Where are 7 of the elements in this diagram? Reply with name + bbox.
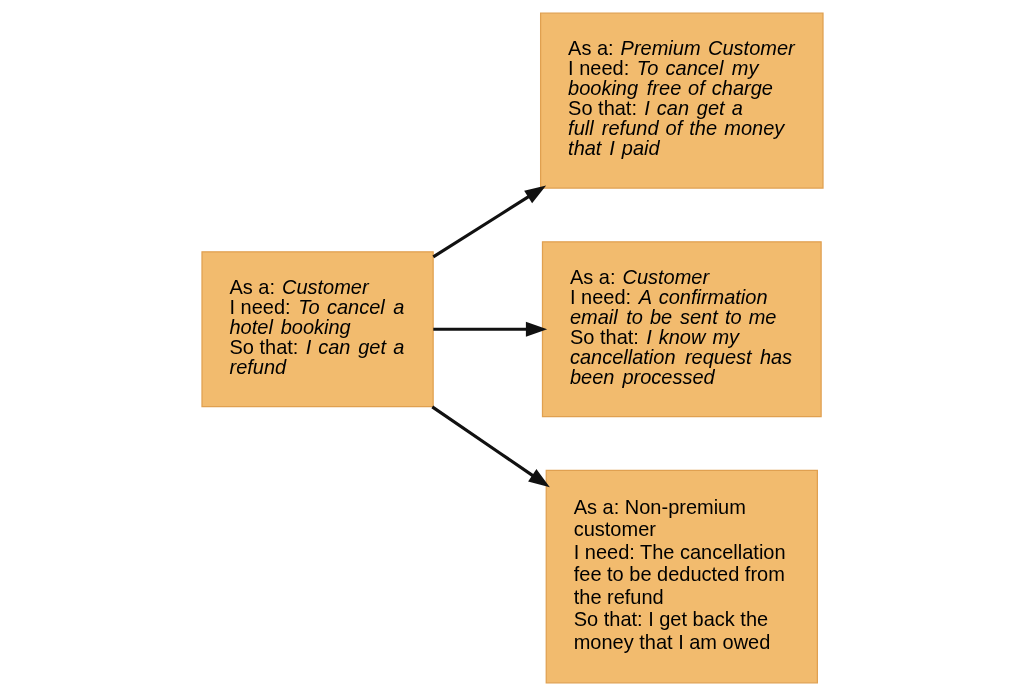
arrow bbox=[432, 321, 547, 337]
node-box: As a: Premium Customer I need: To cancel my booking free of charge So that: I can get a full refund of the money that I paid bbox=[539, 12, 824, 189]
node-box: As a: Customer I need: A confirmation email to be sent to me So that: I know my cancellation request has been processed bbox=[541, 241, 822, 418]
node-box: As a: Non-premium customer I need: The cancellation fee to be deducted from the refund So that: I get back the money that I am owed bbox=[545, 469, 818, 684]
arrow bbox=[430, 405, 550, 488]
arrow bbox=[431, 185, 546, 259]
node-box: As a: Customer I need: To cancel a hotel booking So that: I can get a refund bbox=[200, 251, 434, 408]
